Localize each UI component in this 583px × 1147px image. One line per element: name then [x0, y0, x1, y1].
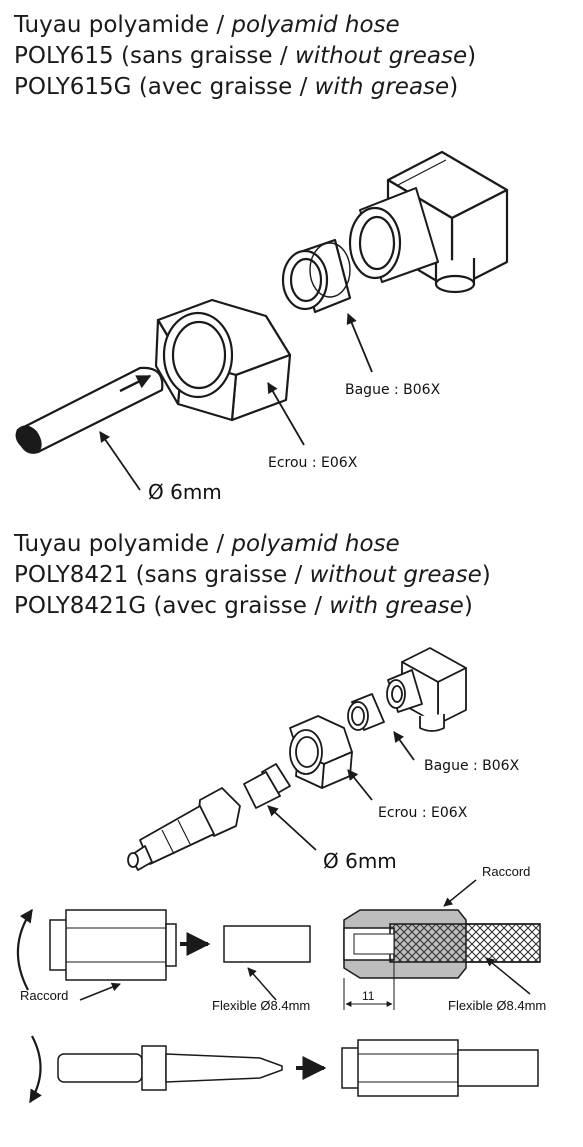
rotate-arrow-down-icon: [29, 1035, 42, 1104]
assembled-fitting: [341, 1039, 539, 1097]
rotate-arrow-up-icon: [16, 908, 33, 991]
raccord-fitting: [49, 909, 177, 981]
heading-poly615: Tuyau polyamide / polyamid hose POLY615 …: [14, 10, 476, 103]
hex-nut-small: [289, 715, 353, 789]
heading-line-2: POLY8421 (sans graisse / without grease): [14, 562, 491, 588]
hose-nozzle: [127, 763, 291, 871]
ring-bague-small: [347, 693, 385, 731]
assembly-steps: [16, 879, 541, 1104]
label-ecrou-1: Ecrou : E06X: [268, 455, 358, 471]
hex-nut-ecrou: [154, 298, 292, 422]
label-flexible-left: Flexible Ø8.4mm: [212, 998, 310, 1013]
section2-drawing: [127, 647, 467, 871]
label-diameter-1: Ø 6mm: [148, 480, 222, 504]
elbow-fitting-small: [386, 647, 467, 732]
cross-section: [343, 909, 541, 979]
flexible-hose-piece: [223, 925, 311, 963]
label-diameter-2: Ø 6mm: [323, 849, 397, 873]
heading-line-1: Tuyau polyamide / polyamid hose: [14, 531, 400, 557]
heading-line-3: POLY615G (avec graisse / with grease): [14, 74, 459, 100]
label-raccord-left: Raccord: [20, 988, 68, 1003]
section1-drawing: [15, 150, 509, 491]
ring-bague: [281, 238, 352, 314]
label-bague-1: Bague : B06X: [345, 382, 441, 398]
heading-line-3: POLY8421G (avec graisse / with grease): [14, 593, 473, 619]
heading-line-1: Tuyau polyamide / polyamid hose: [14, 12, 400, 38]
heading-line-2: POLY615 (sans graisse / without grease): [14, 43, 477, 69]
label-bague-2: Bague : B06X: [424, 758, 520, 774]
label-ecrou-2: Ecrou : E06X: [378, 805, 468, 821]
heading-poly8421: Tuyau polyamide / polyamid hose POLY8421…: [14, 529, 491, 622]
label-dimension: 11: [362, 989, 375, 1003]
hose-nozzle-side: [57, 1045, 283, 1091]
elbow-fitting: [348, 150, 509, 294]
hose-tube: [15, 366, 164, 454]
label-flexible-right: Flexible Ø8.4mm: [448, 998, 546, 1013]
label-raccord-right: Raccord: [482, 864, 530, 879]
